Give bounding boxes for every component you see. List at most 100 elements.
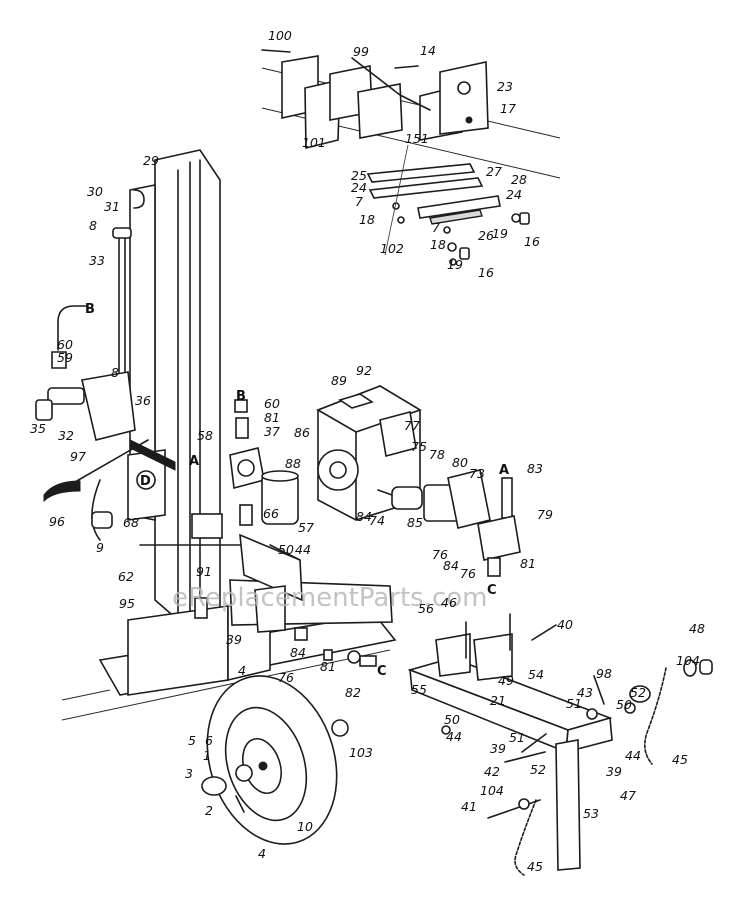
callout-4: 4 — [258, 846, 266, 861]
callout-51: 51 — [509, 730, 525, 745]
callout-40: 40 — [557, 617, 573, 632]
pump-filter-group — [139, 399, 299, 546]
callout-2: 2 — [205, 803, 213, 818]
callout-36: 36 — [135, 393, 151, 408]
callout-18: 18 — [359, 212, 375, 227]
callout-62: 62 — [118, 569, 134, 584]
callout-37: 37 — [264, 424, 280, 439]
callout-89: 89 — [331, 373, 347, 388]
callout-30: 30 — [87, 184, 103, 199]
callout-39: 39 — [226, 632, 242, 647]
callout-84: 84 — [356, 509, 372, 524]
callout-24: 24 — [506, 187, 522, 202]
callout-7: 7 — [432, 220, 440, 235]
callout-50: 50 — [444, 712, 460, 727]
callout-55: 55 — [411, 682, 427, 697]
callout-75: 75 — [411, 439, 427, 454]
callout-151: 151 — [405, 131, 429, 146]
callout-104: 104 — [676, 653, 700, 668]
callout-35: 35 — [30, 421, 46, 436]
callout-98: 98 — [596, 666, 612, 681]
control-valve-group — [35, 189, 176, 541]
callout-39: 39 — [490, 741, 506, 756]
callout-46: 46 — [441, 595, 457, 610]
callout-82: 82 — [345, 685, 361, 700]
callout-32: 32 — [58, 428, 74, 443]
callout-100: 100 — [268, 28, 292, 43]
callout-83: 83 — [527, 461, 543, 476]
engine-assembly — [316, 385, 521, 577]
callout-68: 68 — [123, 515, 139, 530]
callout-85: 85 — [407, 515, 423, 530]
callout-19: 19 — [492, 226, 508, 241]
callout-50: 50 — [616, 697, 632, 712]
connector-letter-a: A — [499, 463, 509, 478]
callout-41: 41 — [461, 799, 477, 814]
callout-23: 23 — [497, 79, 513, 94]
callout-8: 8 — [111, 365, 119, 380]
callout-53: 53 — [583, 806, 599, 821]
callout-42: 42 — [484, 764, 500, 779]
callout-50: 50 — [278, 542, 294, 557]
callout-51: 51 — [566, 696, 582, 711]
wheel-assembly — [201, 675, 349, 845]
callout-86: 86 — [294, 425, 310, 440]
callout-43: 43 — [577, 685, 593, 700]
callout-27: 27 — [486, 164, 502, 179]
callout-101: 101 — [302, 135, 326, 150]
callout-25: 25 — [351, 168, 367, 183]
callout-76: 76 — [460, 566, 476, 581]
callout-79: 79 — [537, 507, 553, 522]
callout-16: 16 — [478, 265, 494, 280]
callout-59: 59 — [57, 350, 73, 365]
callout-31: 31 — [104, 199, 120, 214]
watermark-text: eReplacementParts.com — [172, 583, 488, 613]
callout-7: 7 — [355, 194, 363, 209]
callout-97: 97 — [70, 449, 86, 464]
connector-letter-b: B — [236, 389, 246, 404]
base-frame — [61, 533, 397, 721]
callout-48: 48 — [689, 621, 705, 636]
callout-91: 91 — [196, 564, 212, 579]
callout-3: 3 — [185, 766, 193, 781]
svg-text:D: D — [140, 474, 151, 489]
callout-77: 77 — [404, 418, 420, 433]
callout-5: 5 — [188, 733, 196, 748]
callout-104: 104 — [480, 783, 504, 798]
callout-44: 44 — [446, 729, 462, 744]
callout-17: 17 — [500, 101, 516, 116]
callout-80: 80 — [452, 455, 468, 470]
callout-60: 60 — [57, 337, 73, 352]
callout-99: 99 — [353, 44, 369, 59]
callout-47: 47 — [620, 788, 636, 803]
callout-66: 66 — [263, 506, 279, 521]
callout-1: 1 — [203, 748, 211, 763]
callout-88: 88 — [285, 456, 301, 471]
callout-92: 92 — [356, 363, 372, 378]
callout-8: 8 — [89, 218, 97, 233]
callout-44: 44 — [295, 542, 311, 557]
callout-74: 74 — [369, 513, 385, 528]
callout-95: 95 — [119, 596, 135, 611]
callout-78: 78 — [429, 447, 445, 462]
callout-58: 58 — [197, 428, 213, 443]
callout-81: 81 — [264, 410, 280, 425]
callout-21: 21 — [490, 693, 506, 708]
callout-96: 96 — [49, 514, 65, 529]
callout-54: 54 — [528, 667, 544, 682]
callout-24: 24 — [351, 180, 367, 195]
callout-45: 45 — [672, 752, 688, 767]
callout-18: 18 — [430, 237, 446, 252]
callout-102: 102 — [380, 241, 404, 256]
callout-60: 60 — [264, 396, 280, 411]
callout-9: 9 — [96, 540, 104, 555]
callout-16: 16 — [524, 234, 540, 249]
callout-33: 33 — [89, 253, 105, 268]
callout-6: 6 — [205, 733, 213, 748]
callout-76: 76 — [432, 547, 448, 562]
callout-28: 28 — [511, 172, 527, 187]
callout-39: 39 — [606, 764, 622, 779]
